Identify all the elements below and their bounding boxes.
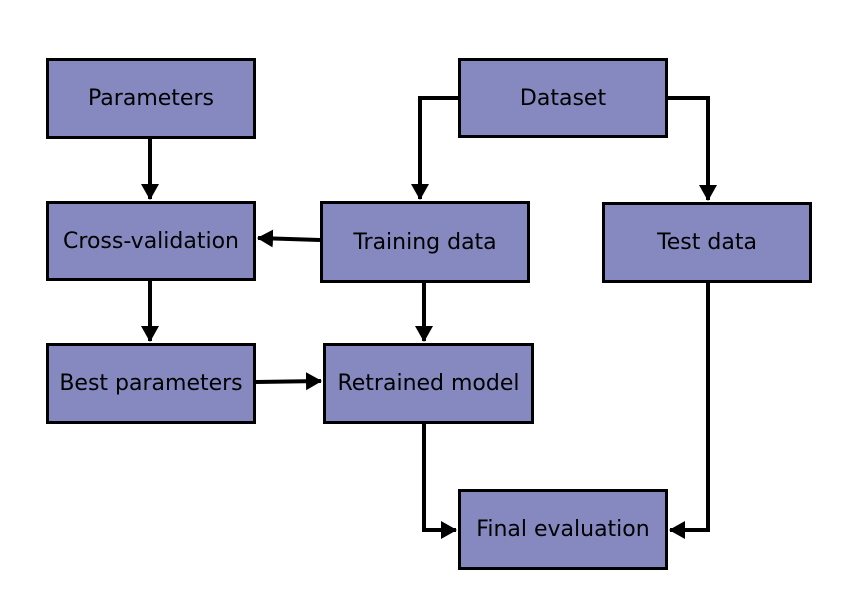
node-cross-validation: Cross-validation xyxy=(46,201,256,281)
node-parameters: Parameters xyxy=(46,58,256,139)
node-retrained-model: Retrained model xyxy=(323,343,534,424)
edge-dataset-to-training-data xyxy=(411,96,458,200)
edge-test-data-to-final-evaluation xyxy=(669,283,710,539)
node-final-evaluation: Final evaluation xyxy=(458,489,668,570)
edge-dataset-to-test-data xyxy=(668,96,717,201)
edge-best-parameters-to-retrained-model xyxy=(255,372,322,391)
node-best-parameters: Best parameters xyxy=(46,343,256,424)
node-dataset: Dataset xyxy=(458,58,668,138)
edge-retrained-model-to-final-evaluation xyxy=(422,424,457,539)
node-training-data: Training data xyxy=(320,201,530,283)
node-test-data: Test data xyxy=(602,202,812,283)
edge-training-data-to-cross-validation xyxy=(257,229,321,248)
